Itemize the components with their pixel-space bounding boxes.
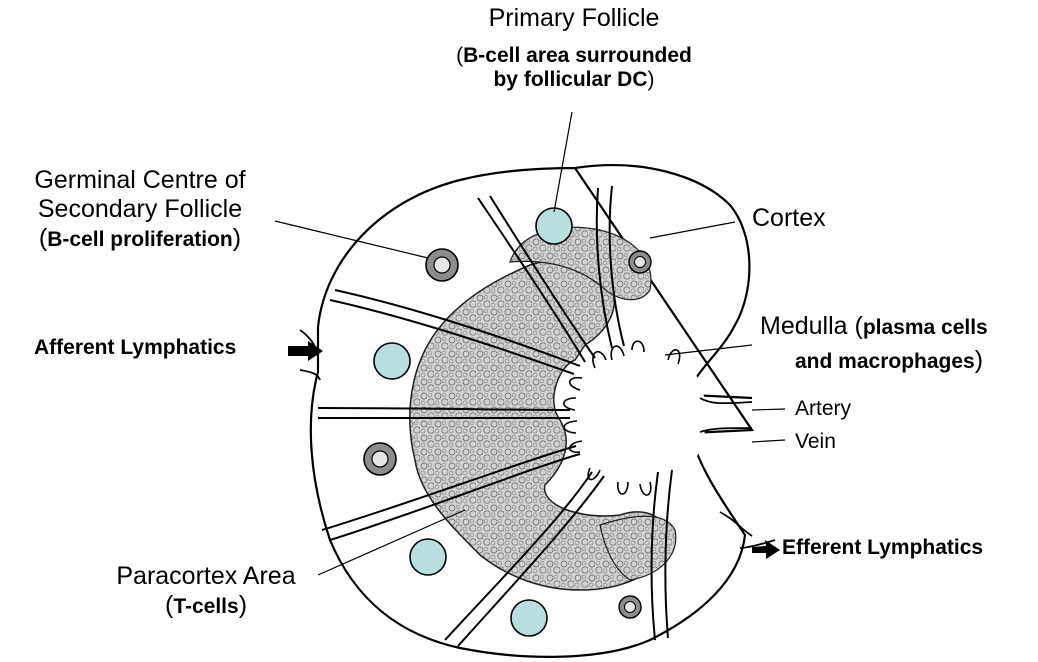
medulla-label-line2: and macrophages) <box>795 346 983 375</box>
artery-label: Artery <box>795 397 851 421</box>
paracortex-label: Paracortex Area (T-cells) <box>92 562 320 620</box>
afferent-lymphatics-label: Afferent Lymphatics <box>34 336 236 360</box>
primary-follicle-label: Primary Follicle <box>458 4 690 33</box>
efferent-lymphatics-label: Efferent Lymphatics <box>782 536 983 560</box>
germinal-centre-label: Germinal Centre of Secondary Follicle (B… <box>6 166 274 252</box>
vein-label: Vein <box>795 430 836 454</box>
medulla-label: Medulla (plasma cells <box>760 312 988 341</box>
primary-follicle-desc: (B-cell area surrounded by follicular DC… <box>440 44 708 92</box>
efferent-arrow <box>752 540 780 559</box>
cortex-label: Cortex <box>752 204 826 233</box>
